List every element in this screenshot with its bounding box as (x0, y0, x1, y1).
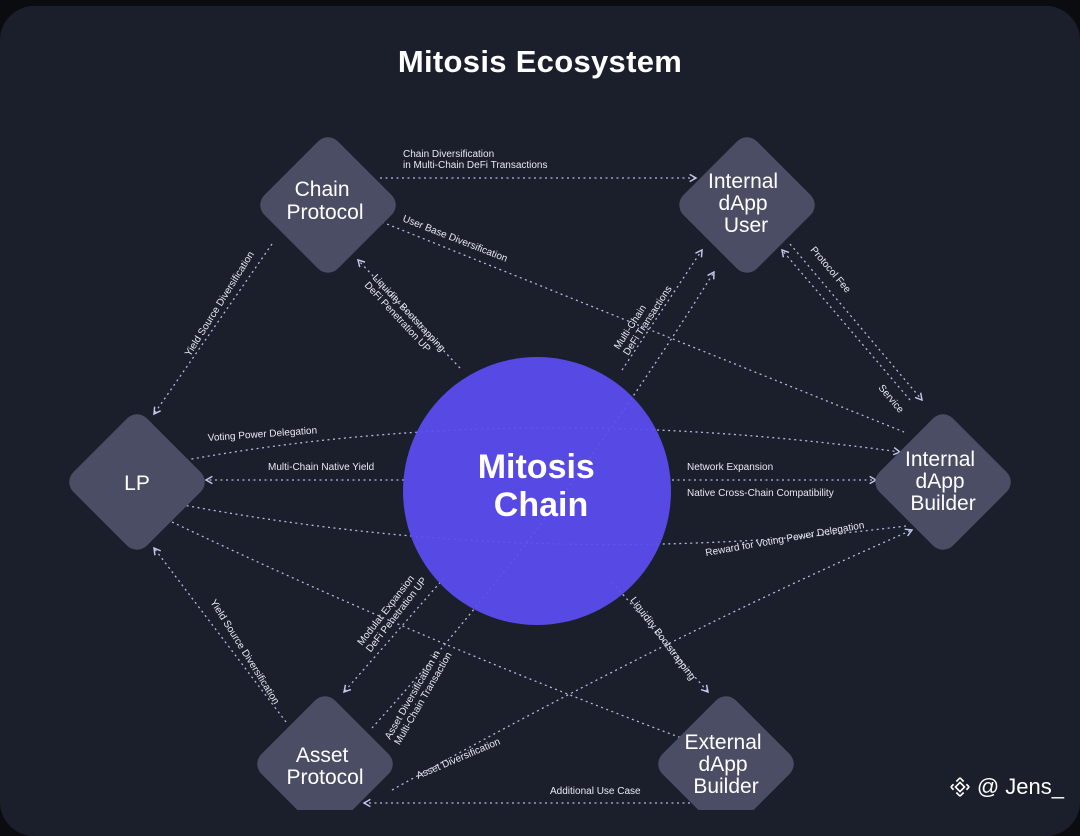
edge-label-native-yield: Multi-Chain Native Yield (268, 462, 374, 473)
svg-text:Asset Protocol: Asset Protocol (286, 744, 363, 789)
edge-label-native-crosschain: Native Cross-Chain Compatibility (687, 488, 834, 499)
node-internal-dapp-user: Internal dApp User (673, 131, 820, 278)
watermark: @ Jens_ (949, 774, 1064, 800)
svg-text:Chain Protocol: Chain Protocol (286, 178, 363, 224)
edge-user-to-builder-fee (782, 250, 910, 400)
edge-label-user-base: User Base Diversification (401, 214, 509, 265)
hub-label-line: Chain (494, 486, 588, 524)
edge-label-asset-multichain: Asset Diversification in Multi-Chain Tra… (383, 645, 455, 747)
node-label-line: Protocol (286, 201, 363, 224)
edge-label-chain-diversification: Chain Diversification in Multi-Chain DeF… (403, 149, 548, 171)
hub-label-line: Mitosis (478, 448, 595, 486)
ecosystem-diagram: Mitosis Chain Chain Protocol Internal dA… (0, 0, 1080, 810)
edge-label-yield-source-bottom: Yield Source Diversification (207, 598, 281, 707)
node-label-line: Internal (708, 170, 778, 193)
node-internal-dapp-builder: Internal dApp Builder (869, 408, 1016, 555)
node-label-line: Protocol (286, 766, 363, 789)
node-label-line: dApp (719, 192, 768, 215)
node-label-line: dApp (699, 753, 748, 776)
node-label-line: External (685, 731, 762, 754)
node-asset-protocol: Asset Protocol (251, 690, 398, 810)
edge-label-asset-diversification: Asset Diversification (415, 736, 502, 781)
edge-label-service: Service (876, 383, 906, 416)
node-label-line: Internal (905, 448, 975, 471)
edge-label-additional-use: Additional Use Case (550, 786, 641, 797)
hub-label: Mitosis Chain (478, 448, 605, 524)
svg-text:Internal dApp Buil: Internal dApp Builder (905, 448, 981, 515)
edge-label-network-expansion: Network Expansion (687, 462, 773, 473)
node-label-line: Asset (296, 744, 349, 767)
edge-label-modular-expansion: Modular Expansion DeFi Penetration UP (356, 569, 430, 655)
edge-label-voting-power: Voting Power Delegation (207, 425, 317, 444)
watermark-text: @ Jens_ (977, 774, 1064, 800)
binance-logo-icon (949, 776, 971, 798)
node-label-line: User (724, 214, 768, 237)
edge-user-to-builder-service (790, 244, 922, 400)
node-chain-protocol: Chain Protocol (254, 131, 401, 278)
edge-label-multichain-defi: Multi-Chain DeFi Transactions (612, 278, 674, 358)
edge-label-yield-source-top: Yield Source Diversification (183, 250, 257, 359)
edge-label-reward-voting: Reward for Voting Power Delegation (705, 520, 866, 559)
node-label-line: LP (124, 472, 150, 495)
node-label-line: Builder (693, 775, 758, 798)
edge-label-liquidity-top: Liquidity Bootstrapping DeFi Penetration… (362, 273, 449, 364)
node-label-line: Chain (295, 178, 350, 201)
edge-chain-to-lp (154, 244, 272, 414)
node-external-dapp-builder: External dApp Builder (652, 690, 799, 810)
svg-text:LP: LP (124, 472, 150, 495)
node-lp: LP (63, 408, 210, 555)
node-label-line: Builder (910, 492, 975, 515)
edge-label-liquidity-bottom: Liquidity Bootstrapping (628, 595, 698, 682)
node-label-line: dApp (916, 470, 965, 493)
edge-label-protocol-fee: Protocol Fee (808, 245, 853, 296)
